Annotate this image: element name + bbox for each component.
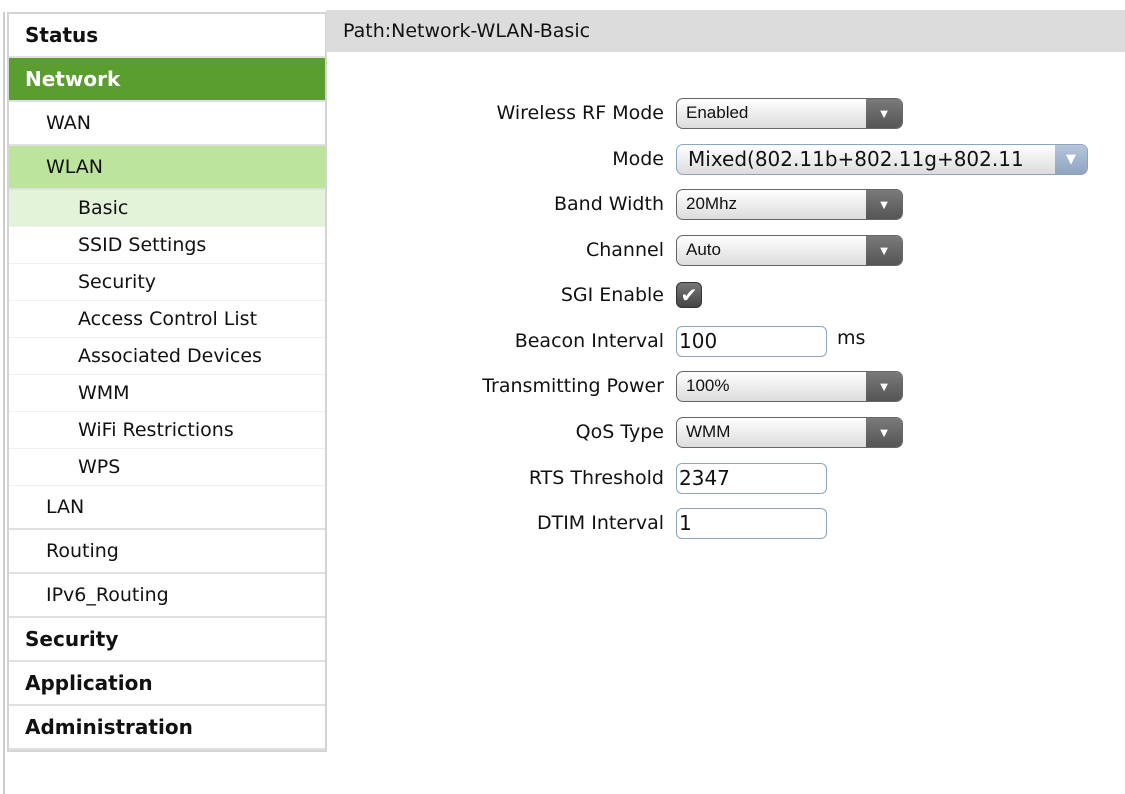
qos-label: QoS Type: [575, 421, 664, 443]
chevron-down-icon: ▼: [866, 189, 902, 219]
band-width-select[interactable]: 20Mhz ▼: [676, 188, 903, 220]
sgi-row: SGI Enable ✔: [326, 275, 702, 315]
sidebar-item-label: Application: [25, 671, 153, 695]
sidebar-item-label: WAN: [46, 112, 91, 134]
sidebar-nav: Status Network WAN WLAN Basic SSID Setti…: [7, 12, 327, 752]
sgi-checkbox[interactable]: ✔: [676, 282, 702, 308]
sidebar-item-label: WLAN: [46, 156, 104, 178]
rts-row: RTS Threshold 2347: [326, 458, 827, 498]
tx-power-label: Transmitting Power: [482, 375, 664, 397]
sidebar-item-label: SSID Settings: [78, 234, 207, 256]
sgi-label: SGI Enable: [560, 284, 664, 306]
beacon-interval-input[interactable]: 100: [676, 325, 827, 357]
mode-value: Mixed(802.11b+802.11g+802.11: [688, 147, 1024, 171]
sidebar-item-label: Status: [25, 23, 99, 47]
qos-select[interactable]: WMM ▼: [676, 416, 903, 448]
sidebar-item-network[interactable]: Network: [9, 58, 325, 102]
channel-select[interactable]: Auto ▼: [676, 234, 903, 266]
tx-power-select[interactable]: 100% ▼: [676, 370, 903, 402]
tx-power-value: 100%: [686, 376, 730, 395]
beacon-unit: ms: [837, 327, 866, 349]
sidebar-item-routing[interactable]: Routing: [9, 530, 325, 574]
sidebar-item-label: Network: [25, 67, 121, 91]
sidebar-item-associated-devices[interactable]: Associated Devices: [9, 338, 325, 375]
mode-select[interactable]: Mixed(802.11b+802.11g+802.11 ▼: [676, 143, 1088, 175]
rf-mode-value: Enabled: [686, 103, 749, 122]
sidebar-item-label: Associated Devices: [78, 345, 262, 367]
sidebar-item-ipv6-routing[interactable]: IPv6_Routing: [9, 574, 325, 618]
sidebar-item-label: WPS: [78, 456, 121, 478]
rf-mode-label: Wireless RF Mode: [496, 102, 664, 124]
chevron-down-icon: ▼: [866, 417, 902, 447]
sidebar-item-label: WiFi Restrictions: [78, 419, 234, 441]
breadcrumb: Path:Network-WLAN-Basic: [326, 10, 1125, 52]
band-width-row: Band Width 20Mhz ▼: [326, 184, 903, 224]
sidebar-item-wps[interactable]: WPS: [9, 449, 325, 486]
sidebar-item-application[interactable]: Application: [9, 662, 325, 706]
sidebar-item-status[interactable]: Status: [9, 14, 325, 58]
sidebar-item-label: Access Control List: [78, 308, 258, 330]
channel-label: Channel: [585, 239, 664, 261]
qos-value: WMM: [686, 422, 731, 441]
beacon-label: Beacon Interval: [514, 330, 664, 352]
chevron-down-icon: ▼: [866, 98, 902, 128]
sidebar-item-wan[interactable]: WAN: [9, 102, 325, 146]
sidebar-item-label: Routing: [46, 540, 119, 562]
sidebar-item-wmm[interactable]: WMM: [9, 375, 325, 412]
mode-row: Mode Mixed(802.11b+802.11g+802.11 ▼: [326, 139, 1088, 179]
rts-threshold-input[interactable]: 2347: [676, 462, 827, 494]
dtim-interval-input[interactable]: 1: [676, 507, 827, 539]
sidebar-item-label: IPv6_Routing: [46, 584, 169, 606]
sidebar-item-label: WMM: [78, 382, 130, 404]
sidebar-item-access-control-list[interactable]: Access Control List: [9, 301, 325, 338]
sidebar-item-basic[interactable]: Basic: [9, 190, 325, 227]
left-border: [3, 12, 5, 794]
sidebar-item-label: Security: [78, 271, 157, 293]
mode-label: Mode: [612, 148, 664, 170]
chevron-down-icon: ▼: [866, 371, 902, 401]
sidebar-item-lan[interactable]: LAN: [9, 486, 325, 530]
checkmark-icon: ✔: [680, 283, 698, 307]
sidebar-item-ssid-settings[interactable]: SSID Settings: [9, 227, 325, 264]
breadcrumb-path: Path:Network-WLAN-Basic: [343, 20, 591, 42]
dtim-label: DTIM Interval: [536, 512, 664, 534]
sidebar-item-wifi-restrictions[interactable]: WiFi Restrictions: [9, 412, 325, 449]
band-width-value: 20Mhz: [686, 194, 738, 213]
sidebar-item-label: Basic: [78, 197, 129, 219]
rf-mode-row: Wireless RF Mode Enabled ▼: [326, 93, 903, 133]
sidebar-item-security[interactable]: Security: [9, 618, 325, 662]
chevron-down-icon: ▼: [1055, 144, 1087, 174]
channel-row: Channel Auto ▼: [326, 230, 903, 270]
band-width-label: Band Width: [553, 193, 664, 215]
sidebar-item-wlan[interactable]: WLAN: [9, 146, 325, 190]
sidebar-item-wlan-security[interactable]: Security: [9, 264, 325, 301]
sidebar-item-administration[interactable]: Administration: [9, 706, 325, 750]
rts-label: RTS Threshold: [528, 467, 664, 489]
qos-row: QoS Type WMM ▼: [326, 412, 903, 452]
chevron-down-icon: ▼: [866, 235, 902, 265]
sidebar-item-label: LAN: [46, 496, 85, 518]
beacon-row: Beacon Interval 100 ms: [326, 321, 865, 361]
dtim-row: DTIM Interval 1: [326, 503, 827, 543]
channel-value: Auto: [686, 240, 721, 259]
rf-mode-select[interactable]: Enabled ▼: [676, 97, 903, 129]
tx-power-row: Transmitting Power 100% ▼: [326, 366, 903, 406]
sidebar-item-label: Administration: [25, 715, 193, 739]
sidebar-item-label: Security: [25, 627, 119, 651]
